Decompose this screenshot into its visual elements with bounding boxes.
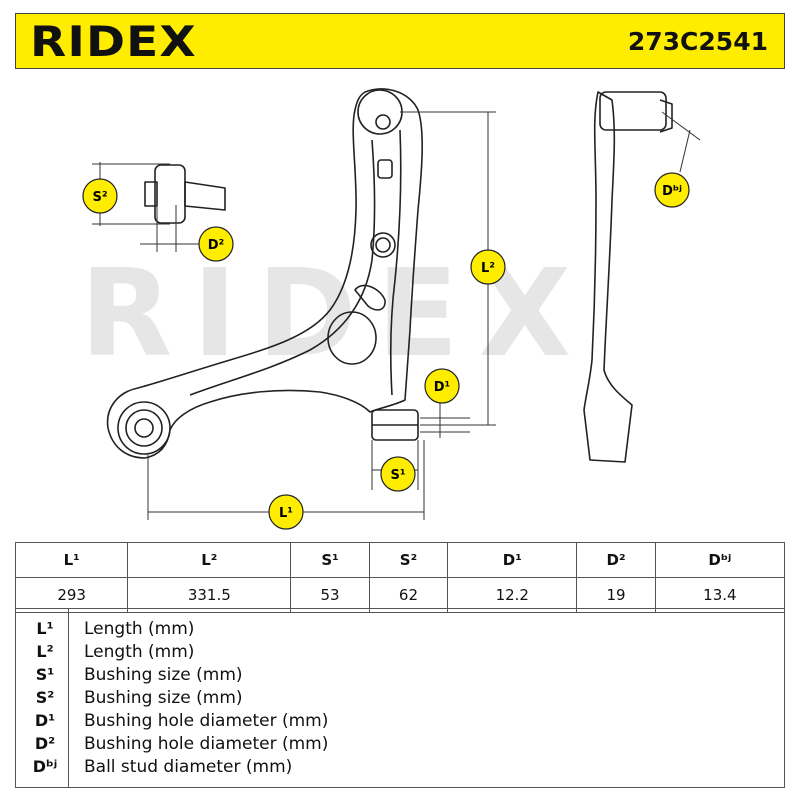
- legend-symbol: D¹: [34, 711, 56, 730]
- legend-row: S¹ Bushing size (mm): [16, 665, 784, 687]
- spec-header-row: L¹ L² S¹ S² D¹ D² Dᵇʲ: [14, 542, 786, 578]
- value-s1: 53: [290, 577, 370, 613]
- side-bushing-sleeve: [144, 181, 158, 207]
- svg-text:D¹: D¹: [434, 380, 451, 395]
- arm-inner-rib: [189, 139, 376, 396]
- legend-symbol: S¹: [35, 665, 55, 684]
- brand-logo: RIDEX: [30, 17, 197, 66]
- legend-symbol: L²: [36, 642, 54, 661]
- value-dbj: 13.4: [654, 577, 786, 613]
- side-bushing-body: [154, 164, 186, 224]
- watermark: RIDEX: [80, 245, 591, 384]
- legend-row: D¹ Bushing hole diameter (mm): [16, 711, 784, 733]
- header-dbj: Dᵇʲ: [654, 542, 786, 578]
- top-mount-hole: [375, 114, 391, 130]
- value-d1: 12.2: [447, 577, 578, 613]
- arm-pocket: [354, 284, 386, 311]
- legend-symbol: S²: [35, 688, 55, 707]
- middle-hole-inner: [375, 237, 391, 253]
- part-number: 273C2541: [627, 27, 768, 56]
- side-bushing-arm: [184, 181, 226, 211]
- value-l1: 293: [14, 577, 129, 613]
- value-d2: 19: [576, 577, 656, 613]
- svg-text:L¹: L¹: [279, 506, 293, 521]
- legend-text: Ball stud diameter (mm): [84, 757, 293, 777]
- legend-row: L¹ Length (mm): [16, 619, 784, 641]
- legend-text: Length (mm): [84, 642, 195, 662]
- badge-s1: S¹: [380, 456, 416, 492]
- control-arm-drawing: RIDEX: [80, 88, 701, 530]
- legend-row: L² Length (mm): [16, 642, 784, 664]
- lightening-hole: [327, 311, 377, 365]
- ball-stud: [659, 99, 673, 133]
- arm-side-view: [583, 91, 633, 463]
- dbj-leader: [679, 129, 691, 173]
- legend-row: D² Bushing hole diameter (mm): [16, 734, 784, 756]
- svg-text:Dᵇʲ: Dᵇʲ: [662, 184, 682, 199]
- badge-l2: L²: [470, 249, 506, 285]
- front-bushing-mid: [125, 409, 163, 447]
- spec-table: L¹ L² S¹ S² D¹ D² Dᵇʲ 293 331.5 53 62 12…: [14, 542, 786, 613]
- header-d2: D²: [576, 542, 656, 578]
- legend-symbol: D²: [34, 734, 56, 753]
- badge-d1: D¹: [424, 368, 460, 404]
- legend-symbol: Dᵇʲ: [32, 757, 58, 776]
- legend-box: L¹ Length (mm) L² Length (mm) S¹ Bushing…: [15, 608, 785, 788]
- front-bushing-outer: [117, 401, 171, 455]
- ball-joint-head: [599, 91, 667, 131]
- header-s2: S²: [368, 542, 449, 578]
- legend-symbol: L¹: [36, 619, 54, 638]
- legend-text: Bushing size (mm): [84, 688, 243, 708]
- header-l2: L²: [127, 542, 292, 578]
- svg-text:D²: D²: [208, 238, 225, 253]
- spec-value-row: 293 331.5 53 62 12.2 19 13.4: [14, 577, 786, 613]
- badge-l1: L¹: [268, 494, 304, 530]
- legend-row: S² Bushing size (mm): [16, 688, 784, 710]
- legend-text: Bushing hole diameter (mm): [84, 734, 329, 754]
- top-mount-ring: [357, 89, 403, 135]
- legend-text: Bushing size (mm): [84, 665, 243, 685]
- header-s1: S¹: [290, 542, 370, 578]
- front-bushing-inner: [134, 418, 154, 438]
- svg-text:S¹: S¹: [390, 468, 405, 483]
- badge-dbj: Dᵇʲ: [654, 172, 690, 208]
- badge-s2: S²: [82, 178, 118, 214]
- svg-text:S²: S²: [92, 190, 107, 205]
- header-bar: RIDEX 273C2541: [15, 13, 785, 69]
- middle-hole: [370, 232, 396, 258]
- header-d1: D¹: [447, 542, 578, 578]
- legend-text: Bushing hole diameter (mm): [84, 711, 329, 731]
- dbj-dimension-line: [661, 111, 701, 141]
- value-s2: 62: [368, 577, 449, 613]
- value-l2: 331.5: [127, 577, 292, 613]
- header-l1: L¹: [14, 542, 129, 578]
- arm-slot: [377, 159, 393, 179]
- arm-inner-rib-2: [389, 129, 402, 396]
- legend-divider: [68, 609, 69, 787]
- badge-d2: D²: [198, 226, 234, 262]
- legend-row: Dᵇʲ Ball stud diameter (mm): [16, 757, 784, 779]
- legend-text: Length (mm): [84, 619, 195, 639]
- svg-text:L²: L²: [481, 261, 495, 276]
